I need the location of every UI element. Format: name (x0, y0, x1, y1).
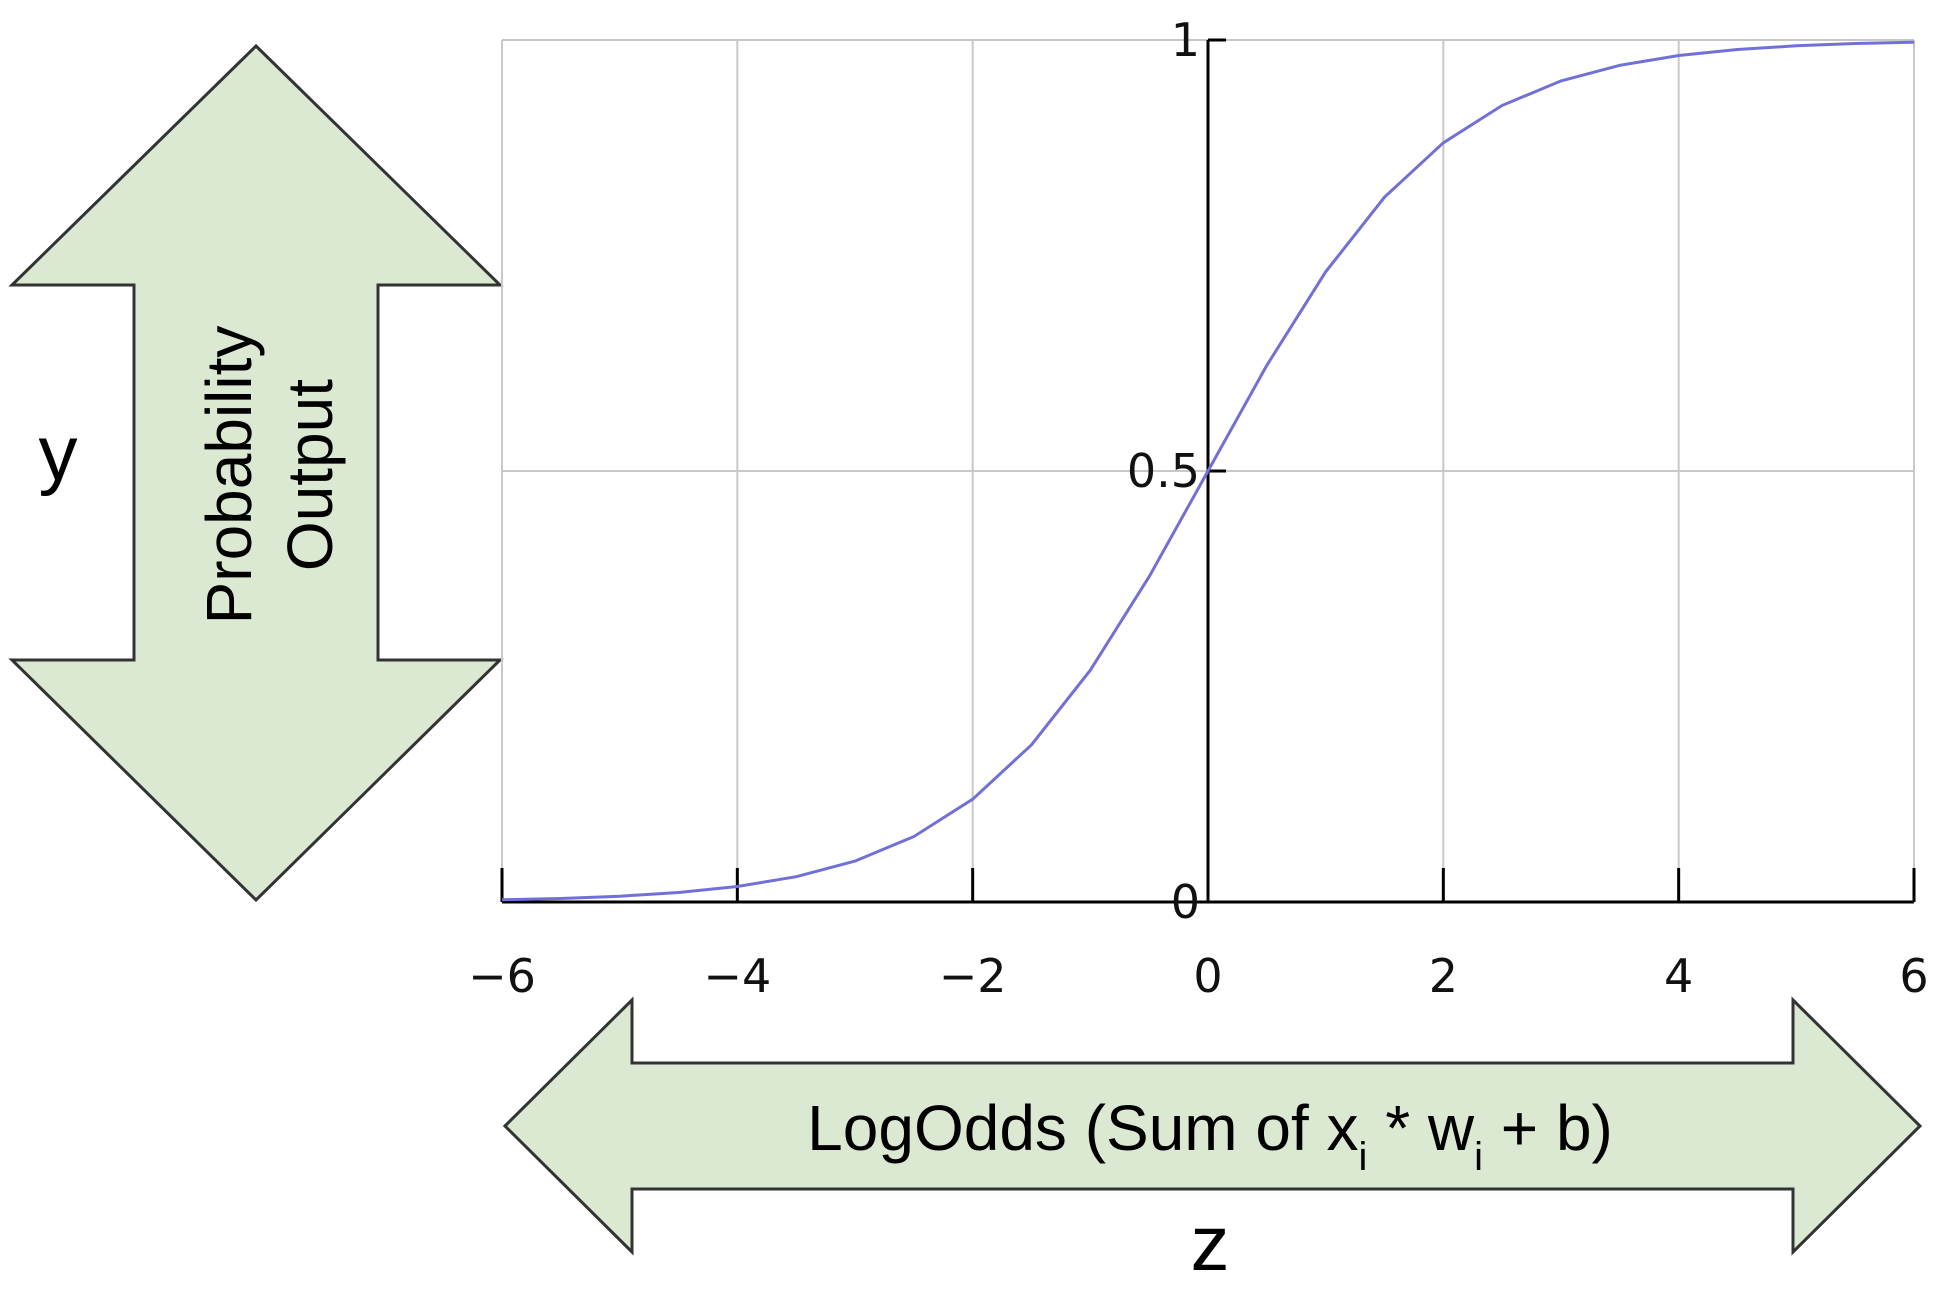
y-variable-label: y (39, 409, 78, 497)
axis-tick-labels: −6 −4 −2 0 2 4 6 0 0.5 1 (468, 13, 1929, 1003)
x-tick-label: 6 (1899, 949, 1928, 1003)
x-tick-label: −4 (703, 949, 771, 1003)
y-tick-label: 0.5 (1127, 444, 1200, 498)
sigmoid-curve (501, 40, 1915, 902)
axis-ticks (500, 38, 1916, 904)
z-variable-label: z (1191, 1199, 1230, 1287)
plot-area: −6 −4 −2 0 2 4 6 0 0.5 1 (468, 13, 1929, 1003)
y-tick-label: 1 (1171, 13, 1200, 67)
x-double-arrow (502, 996, 1923, 1256)
x-arrow-label-logodds: LogOdds (Sum of xi * wi + b) (807, 1092, 1613, 1179)
x-tick-label: 2 (1429, 949, 1458, 1003)
x-tick-label: −2 (939, 949, 1007, 1003)
x-tick-label: 4 (1664, 949, 1693, 1003)
y-double-arrow (8, 43, 504, 903)
y-arrow-label-output: Output (274, 379, 346, 571)
x-tick-label: −6 (468, 949, 536, 1003)
x-tick-label: 0 (1193, 949, 1222, 1003)
y-arrow-label-probability: Probability (193, 326, 265, 625)
y-tick-label: 0 (1171, 875, 1200, 929)
